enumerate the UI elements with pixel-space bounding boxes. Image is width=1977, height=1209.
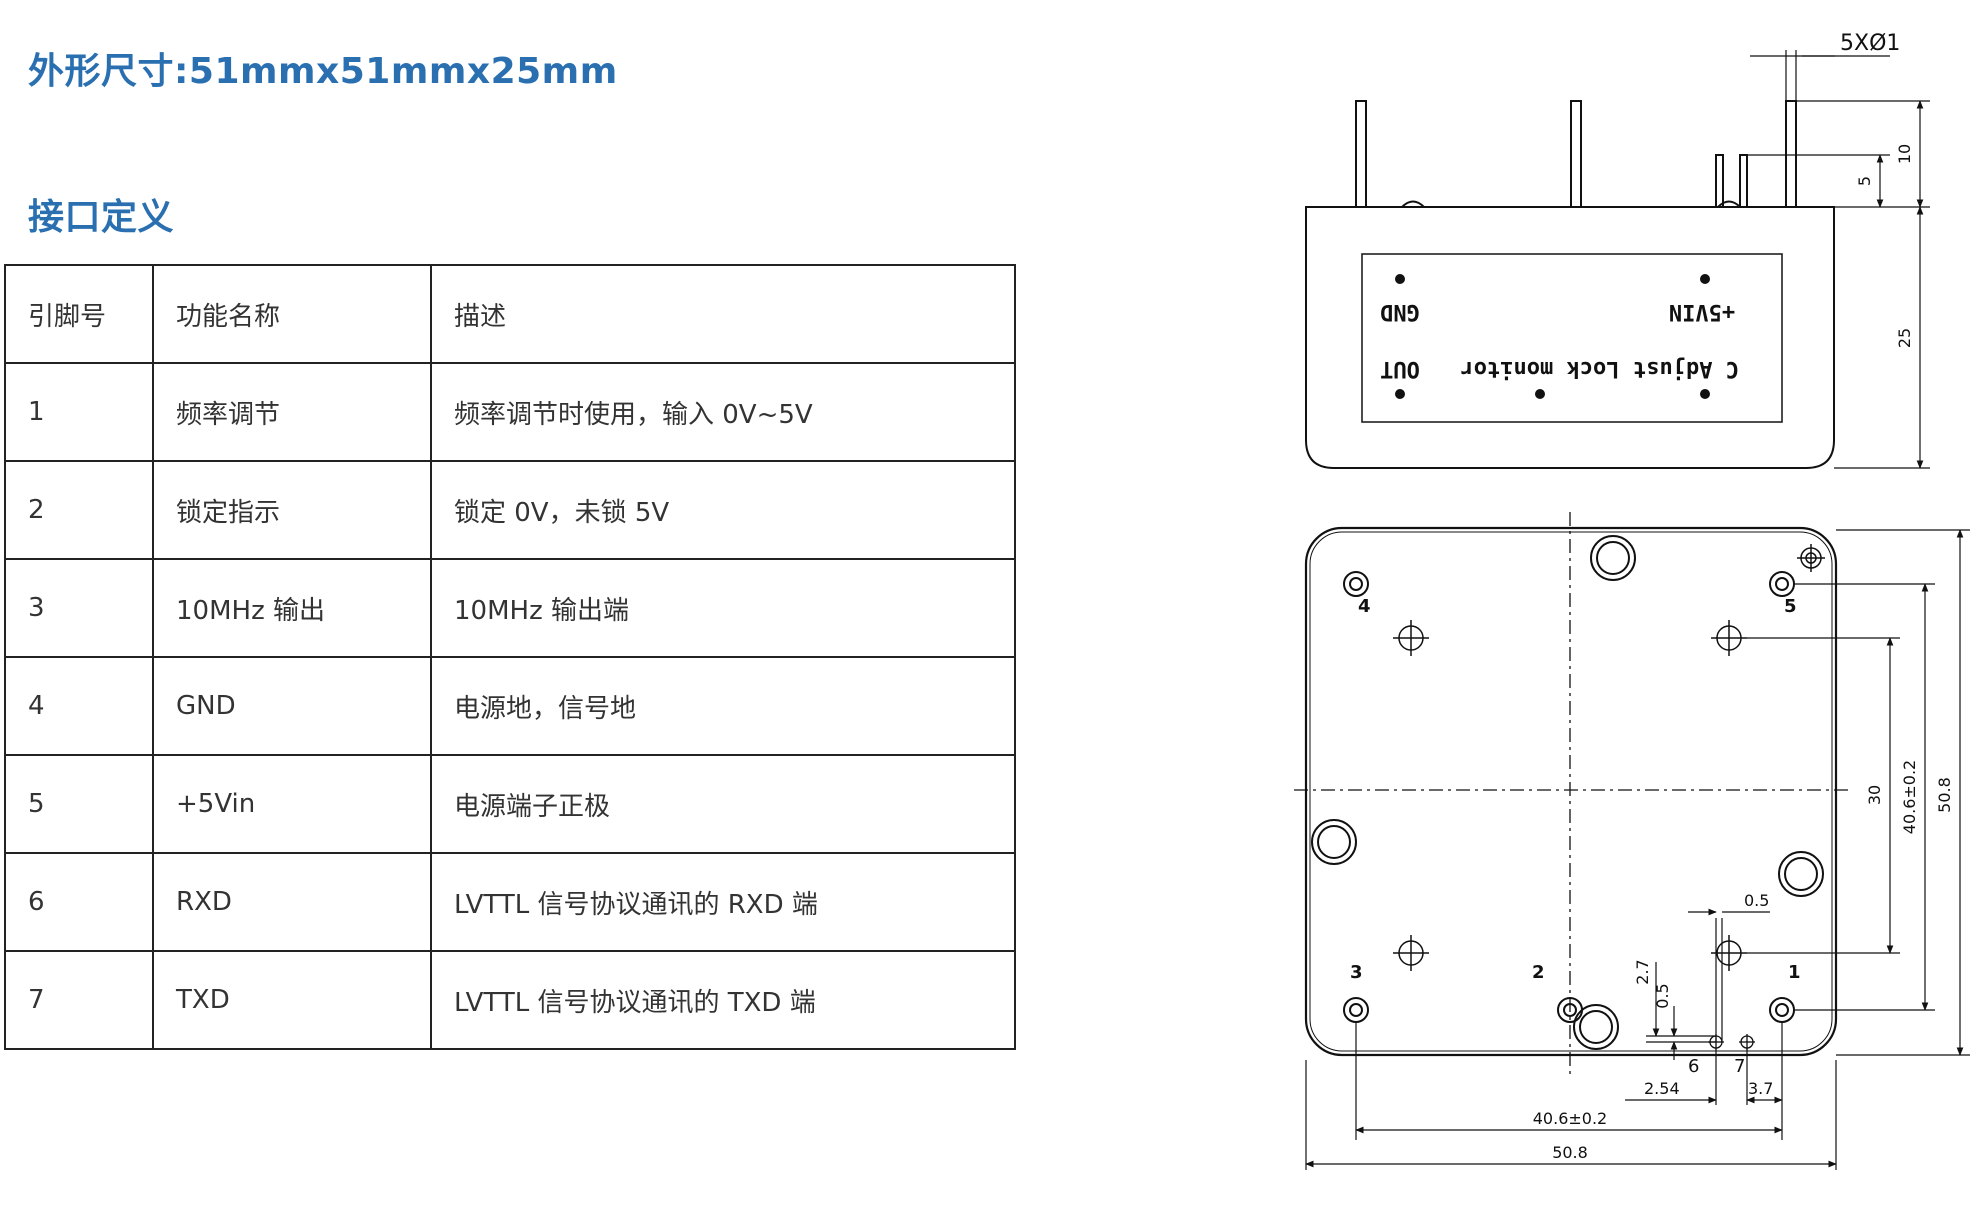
pin-definition-table: 引脚号 功能名称 描述 1 频率调节 频率调节时使用，输入 0V~5V 2 锁定… [4,264,1016,1050]
pin-lead [1570,100,1582,208]
pin-function: TXD [152,950,432,1050]
table-header-row: 引脚号 功能名称 描述 [4,264,1016,364]
table-row: 7 TXD LVTTL 信号协议通讯的 TXD 端 [4,950,1016,1050]
table-row: 3 10MHz 输出 10MHz 输出端 [4,558,1016,658]
pin-number: 4 [4,656,154,756]
label-plus5vin: +5VIN [1669,299,1735,324]
dim-40-6-vertical: 40.6±0.2 [1900,760,1919,834]
table-row: 2 锁定指示 锁定 0V，未锁 5V [4,460,1016,560]
label-cadjust: C Adjust [1633,356,1739,381]
pin-description: 电源端子正极 [430,754,1016,854]
pin-description: LVTTL 信号协议通讯的 RXD 端 [430,852,1016,952]
pin-number: 5 [4,754,154,854]
cross-target [1393,935,1429,971]
header-description: 描述 [430,264,1016,364]
cross-target [1711,935,1747,971]
pin-function: GND [152,656,432,756]
pin-label-2: 2 [1532,962,1545,983]
label-out: OUT [1380,356,1420,381]
dim-pins: 5XØ1 [1840,31,1900,56]
cross-target [1711,620,1747,656]
bottom-body-outer [1304,526,1838,1057]
pin-number: 3 [4,558,154,658]
pin-number: 2 [4,460,154,560]
pin-hole-4 [1343,571,1369,597]
pin-description: 10MHz 输出端 [430,558,1016,658]
pin-number: 7 [4,950,154,1050]
dim-3-7: 3.7 [1748,1079,1773,1098]
cross-target [1393,620,1429,656]
pin-label-1: 1 [1788,962,1801,983]
pin-hole-1 [1769,997,1795,1023]
bottom-view [1294,512,1970,1170]
table-row: 1 频率调节 频率调节时使用，输入 0V~5V [4,362,1016,462]
pin-hole-7 [1739,1034,1755,1050]
pin-label-6: 6 [1688,1056,1699,1077]
dim-0-5-side: 0.5 [1653,983,1672,1008]
table-row: 5 +5Vin 电源端子正极 [4,754,1016,854]
terminal-dot [1700,274,1710,284]
pin-bump [1717,200,1741,208]
label-plate [1361,253,1783,423]
mount-hole [1778,851,1824,897]
pin-lead [1739,154,1748,208]
pin-function: 锁定指示 [152,460,432,560]
cross-target [1797,544,1825,572]
dim-25: 25 [1895,328,1914,348]
pin-description: 电源地，信号地 [430,656,1016,756]
pin-hole-5 [1769,571,1795,597]
pin-function: +5Vin [152,754,432,854]
pin-hole-3 [1343,997,1369,1023]
bottom-body-inner [1309,531,1833,1052]
pin-label-4: 4 [1358,596,1371,617]
pin-description: 锁定 0V，未锁 5V [430,460,1016,560]
pin-label-3: 3 [1350,962,1363,983]
pin-function: 10MHz 输出 [152,558,432,658]
pin-lead [1355,100,1367,208]
mechanical-drawing: GND +5VIN OUT Lock monitor C Adjust 5XØ1… [1294,31,1970,1170]
pin-function: RXD [152,852,432,952]
dim-40-6-horizontal: 40.6±0.2 [1533,1109,1607,1128]
pin-description: LVTTL 信号协议通讯的 TXD 端 [430,950,1016,1050]
pin-hole-2 [1557,997,1583,1023]
terminal-dot [1700,389,1710,399]
dim-5: 5 [1855,176,1874,186]
pin-lead [1785,100,1797,208]
dim-0-5-top: 0.5 [1744,891,1769,910]
side-body [1305,206,1835,469]
label-lock-monitor: Lock monitor [1461,356,1620,381]
side-view: GND +5VIN OUT Lock monitor C Adjust [1305,50,1930,469]
terminal-dot [1535,389,1545,399]
dim-2-7: 2.7 [1633,959,1652,984]
interface-heading: 接口定义 [28,197,175,238]
header-pin-number: 引脚号 [4,264,154,364]
terminal-dot [1395,274,1405,284]
pin-number: 6 [4,852,154,952]
dim-30: 30 [1865,785,1884,805]
pin-label-7: 7 [1734,1056,1745,1077]
dim-50-8-vertical: 50.8 [1935,777,1954,813]
dim-2-54: 2.54 [1644,1079,1680,1098]
dimensions-heading: 外形尺寸:51mmx51mmx25mm [28,51,618,92]
pin-bump [1401,200,1425,208]
pin-lead [1715,154,1724,208]
pin-description: 频率调节时使用，输入 0V~5V [430,362,1016,462]
mount-hole [1311,819,1357,865]
label-gnd: GND [1380,299,1420,324]
pin-function: 频率调节 [152,362,432,462]
mount-hole [1573,1004,1619,1050]
mount-hole [1590,535,1636,581]
table-row: 6 RXD LVTTL 信号协议通讯的 RXD 端 [4,852,1016,952]
pin-label-5: 5 [1784,596,1797,617]
pin-number: 1 [4,362,154,462]
header-function-name: 功能名称 [152,264,432,364]
dim-50-8-horizontal: 50.8 [1552,1143,1588,1162]
table-row: 4 GND 电源地，信号地 [4,656,1016,756]
dim-10: 10 [1895,144,1914,164]
terminal-dot [1395,389,1405,399]
